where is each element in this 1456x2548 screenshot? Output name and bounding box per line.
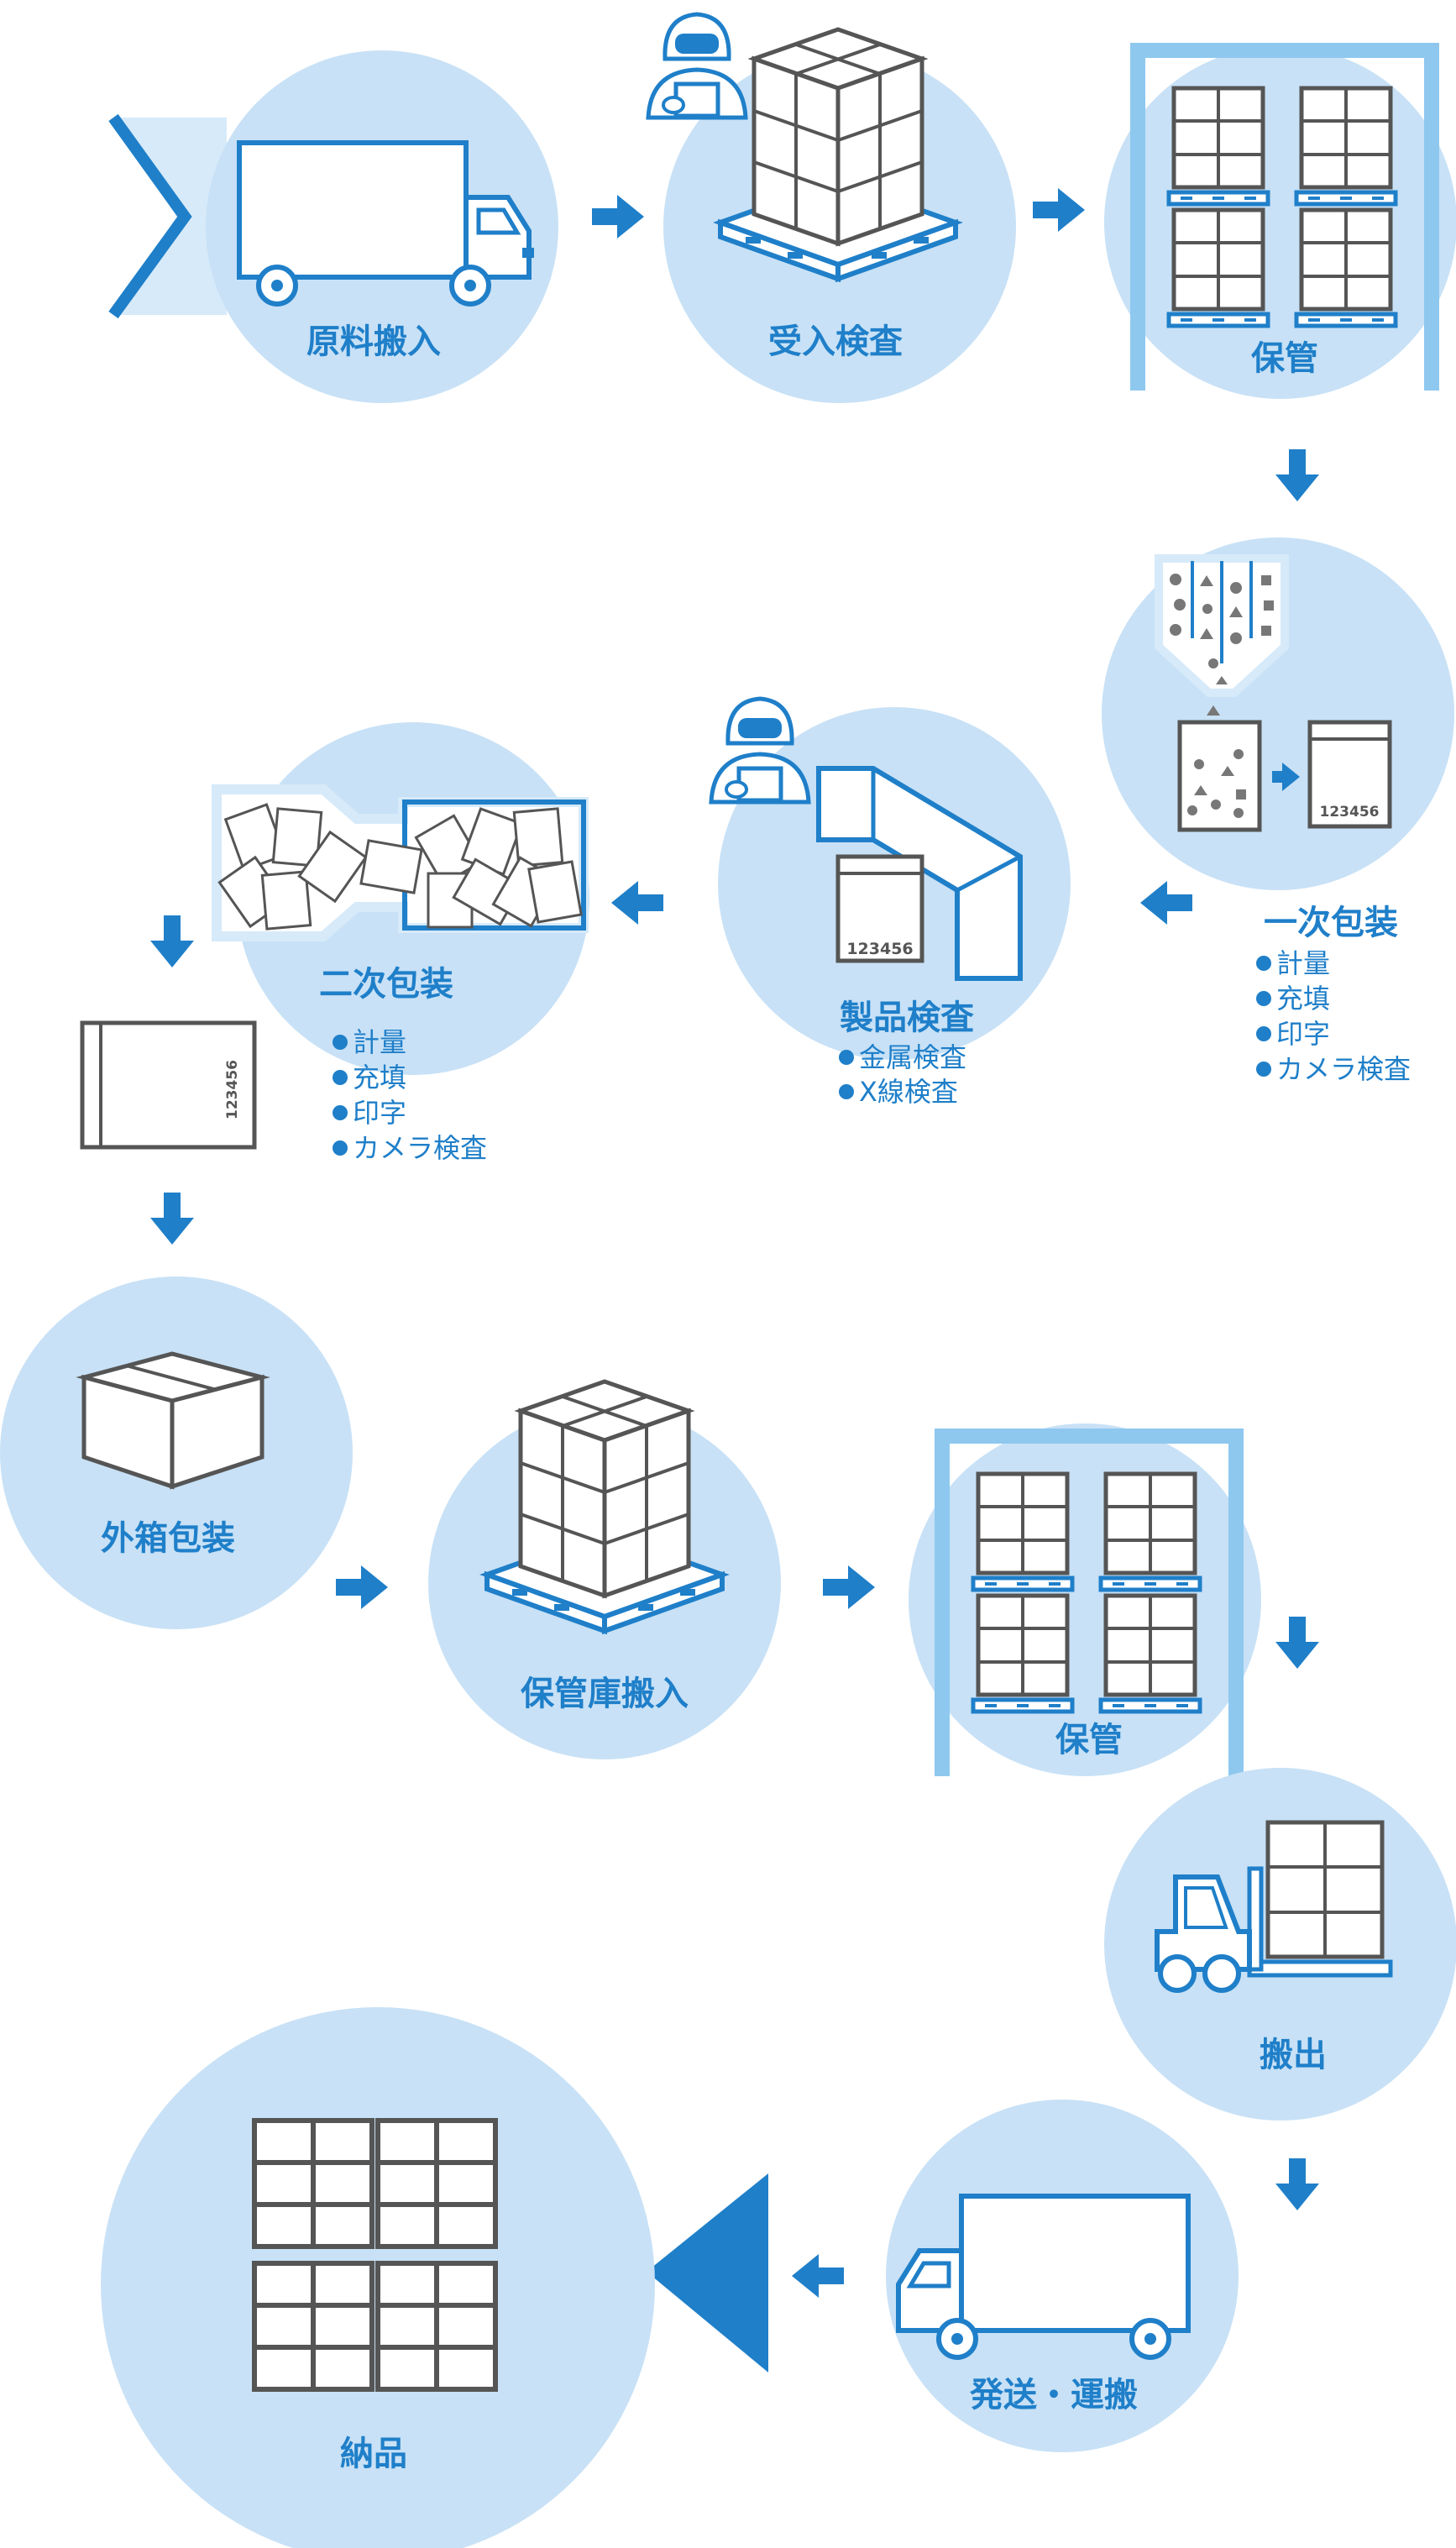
primary-packaging-bullets: 計量 充填 印字 カメラ検査 [1256, 947, 1411, 1085]
step-primary-packaging: 123456 一次包装 計量 充填 印字 カメラ検査 [1102, 537, 1454, 1085]
step-secondary-packaging: 二次包装 計量 充填 印字 カメラ検査 [212, 722, 589, 1164]
step-raw-material-in: 原料搬入 [206, 50, 558, 403]
inspector-icon [648, 14, 746, 118]
bags-icon [212, 784, 589, 941]
arrow-down-icon [150, 915, 194, 967]
step-outer-box-packaging: 外箱包装 [0, 1277, 353, 1629]
svg-text:原料搬入: 原料搬入 [306, 322, 441, 361]
step-delivery: 納品 [101, 2007, 655, 2548]
svg-text:搬出: 搬出 [1260, 2036, 1327, 2074]
arrow-left-icon [1140, 881, 1192, 925]
step-product-inspection: 123456 製品検査 金属検査 X線検査 [711, 699, 1071, 1108]
step-storage-2: 保管 [909, 1423, 1261, 1776]
pallet-boxes-icon [720, 29, 956, 279]
svg-text:金属検査: 金属検査 [859, 1041, 966, 1073]
arrow-down-icon [1275, 1617, 1319, 1669]
delivery-pointer-icon [647, 2173, 768, 2372]
svg-text:123456: 123456 [846, 940, 913, 958]
svg-text:充填: 充填 [353, 1062, 406, 1093]
step-shipping: 発送・運搬 [886, 2100, 1239, 2452]
svg-text:123456: 123456 [1320, 804, 1380, 820]
svg-text:計量: 計量 [353, 1026, 406, 1058]
svg-text:保管: 保管 [1055, 1721, 1123, 1759]
step-storage-1: 保管 [1104, 46, 1456, 399]
cardboard-box-icon [76, 1351, 270, 1490]
svg-text:外箱包装: 外箱包装 [101, 1519, 235, 1558]
svg-text:印字: 印字 [353, 1097, 406, 1129]
arrow-down-icon [150, 1193, 194, 1245]
svg-text:X線検査: X線検査 [859, 1076, 958, 1108]
arrow-right-icon [1033, 188, 1085, 232]
svg-text:二次包装: 二次包装 [319, 965, 453, 1004]
arrow-left-icon [792, 2254, 844, 2298]
svg-text:カメラ検査: カメラ検査 [353, 1132, 487, 1164]
forklift-icon [1155, 1820, 1393, 1993]
svg-text:保管: 保管 [1251, 339, 1318, 378]
svg-text:カメラ検査: カメラ検査 [1276, 1053, 1411, 1085]
svg-text:保管庫搬入: 保管庫搬入 [521, 1675, 689, 1713]
pallet-boxes-icon [487, 1381, 722, 1631]
svg-text:一次包装: 一次包装 [1264, 904, 1398, 942]
svg-text:計量: 計量 [1276, 947, 1330, 979]
arrow-down-icon [1275, 449, 1319, 501]
entry-chevron-icon [108, 113, 227, 319]
svg-text:納品: 納品 [340, 2435, 407, 2473]
step-warehouse-in: 保管庫搬入 [428, 1381, 781, 1759]
pallet-grid-icon [252, 2118, 498, 2392]
svg-text:発送・運搬: 発送・運搬 [970, 2376, 1138, 2414]
arrow-right-icon [823, 1565, 875, 1609]
svg-text:充填: 充填 [1276, 983, 1330, 1014]
step-carry-out: 搬出 [1104, 1768, 1456, 2121]
inspection-gate-icon: 123456 [816, 766, 1023, 981]
product-inspection-bullets: 金属検査 X線検査 [839, 1041, 966, 1108]
svg-text:123456: 123456 [224, 1060, 241, 1119]
arrow-left-icon [611, 881, 663, 925]
svg-text:印字: 印字 [1276, 1018, 1330, 1050]
svg-text:製品検査: 製品検査 [840, 999, 974, 1037]
arrow-right-icon [336, 1565, 388, 1609]
packed-bag-icon: 123456 [80, 1020, 257, 1150]
secondary-packaging-bullets: 計量 充填 印字 カメラ検査 [333, 1026, 487, 1164]
truck-icon [896, 2194, 1191, 2360]
arrow-down-icon [1275, 2158, 1319, 2210]
filling-machine-icon: 123456 [1155, 554, 1392, 832]
arrow-right-icon [592, 195, 644, 239]
step-receiving-inspection: 受入検査 [648, 14, 1016, 403]
svg-text:受入検査: 受入検査 [768, 322, 903, 361]
